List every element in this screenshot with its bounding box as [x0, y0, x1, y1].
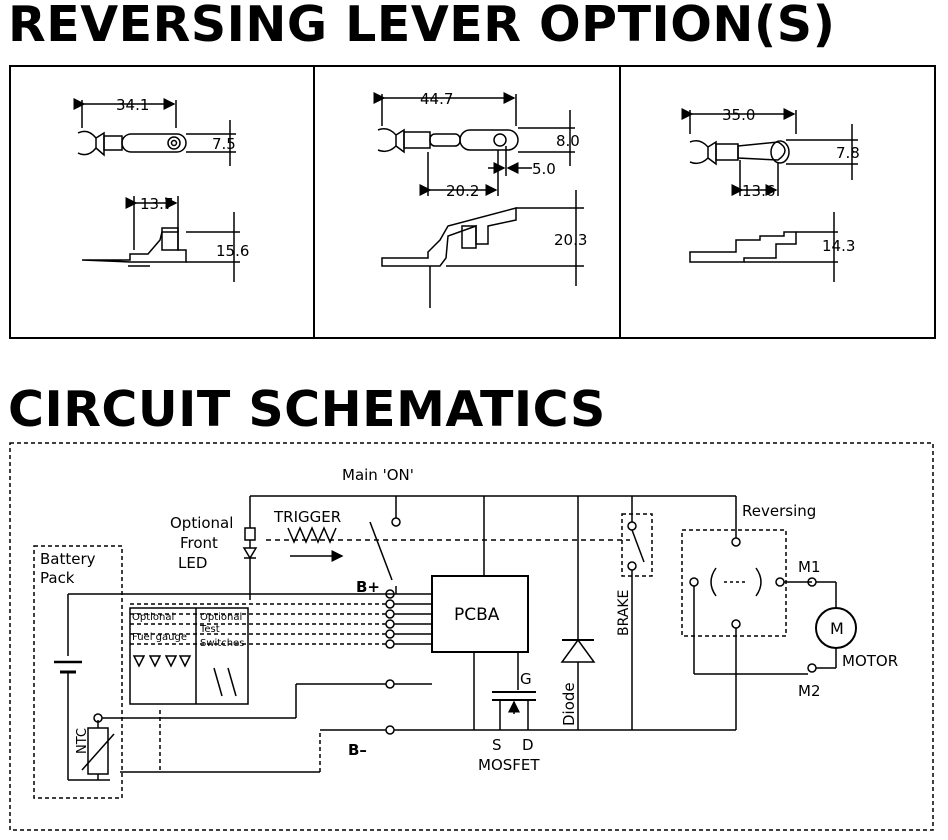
schematic-frame — [9, 442, 934, 831]
lever3-height-label: 7.8 — [836, 144, 860, 162]
source-label: S — [492, 736, 502, 754]
test-switches-label-2: Test — [199, 624, 220, 635]
lever3-length-label: 35.0 — [722, 106, 755, 124]
lever-option-3 — [681, 108, 858, 282]
b-plus-label: B+ — [356, 578, 380, 596]
drain-label: D — [522, 736, 534, 754]
optional-led-label-3: LED — [178, 554, 207, 572]
b-minus-label: B– — [348, 741, 367, 759]
lever-option-2 — [373, 92, 584, 308]
lever1-side-height-label: 15.6 — [216, 242, 249, 260]
schematic-wiring — [54, 495, 857, 781]
battery-pack-label-1: Battery — [40, 550, 96, 568]
gate-label: G — [520, 670, 532, 688]
lever1-length-label: 34.1 — [116, 96, 149, 114]
brake-label: BRAKE — [616, 590, 632, 636]
circuit-schematics-heading: CIRCUIT SCHEMATICS — [8, 381, 606, 438]
pcba-label: PCBA — [454, 605, 500, 625]
lever3-offset-label: 13.6 — [742, 182, 775, 200]
optional-modules-box — [129, 607, 249, 705]
reversing-label: Reversing — [742, 502, 816, 520]
main-on-label: Main 'ON' — [342, 466, 414, 484]
lever2-length-label: 44.7 — [420, 90, 453, 108]
diode-label: Diode — [560, 682, 578, 726]
lever2-pivot-label: 5.0 — [532, 160, 556, 178]
motor-label: MOTOR — [842, 652, 898, 670]
lever1-height-label: 7.5 — [212, 135, 236, 153]
lever3-side-height-label: 14.3 — [822, 237, 855, 255]
trigger-label: TRIGGER — [273, 508, 341, 526]
m1-label: M1 — [798, 558, 821, 576]
optional-led-label-1: Optional — [170, 514, 233, 532]
mosfet-label: MOSFET — [478, 756, 540, 774]
fuel-gauge-label-2: Fuel gauge — [132, 632, 187, 643]
optional-led-label-2: Front — [180, 534, 218, 552]
test-switches-label-1: Optional — [200, 612, 242, 623]
test-switches-label-3: Switches — [200, 638, 244, 649]
reversing-lever-heading: REVERSING LEVER OPTION(S) — [8, 0, 836, 53]
lever-option-1 — [73, 98, 240, 282]
lever2-height-label: 8.0 — [556, 132, 580, 150]
lever2-offset-label: 20.2 — [446, 182, 479, 200]
fuel-gauge-label-1: Optional — [132, 612, 174, 623]
lever-options-table — [9, 65, 936, 339]
ntc-label: NTC — [75, 728, 90, 754]
lever1-offset-label: 13.7 — [140, 195, 173, 213]
m2-label: M2 — [798, 682, 821, 700]
battery-pack-box — [33, 545, 123, 799]
lever2-side-height-label: 20.3 — [554, 231, 587, 249]
battery-pack-label-2: Pack — [40, 569, 75, 587]
motor-symbol-label: M — [830, 619, 844, 638]
